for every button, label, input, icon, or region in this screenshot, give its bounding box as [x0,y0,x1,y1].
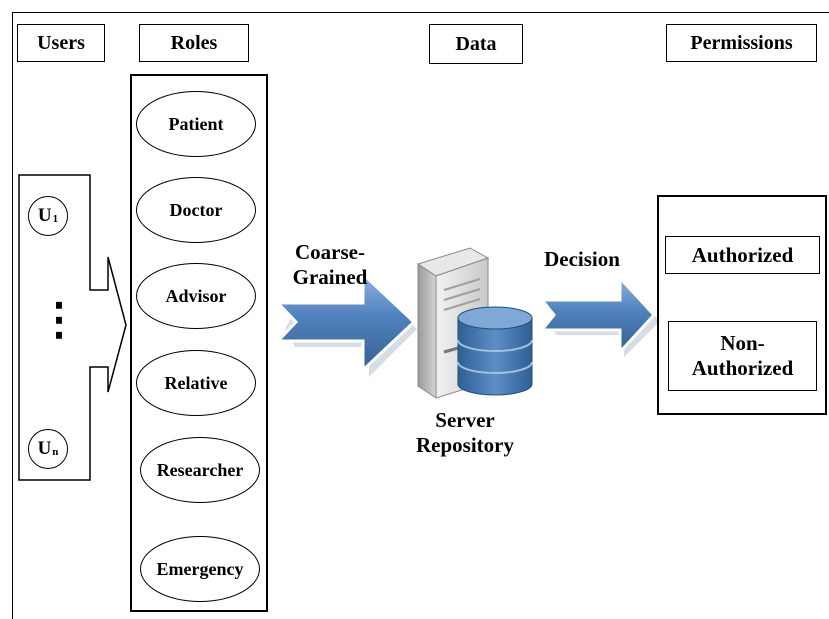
role-advisor: Advisor [136,263,256,329]
roles-box [130,74,268,612]
decision-arrow [538,274,660,357]
role-patient: Patient [136,91,256,157]
users-ellipsis: ⋮ [37,295,81,344]
coarse-grained-arrow [274,270,417,377]
server-repository-label: Server Repository [416,408,514,457]
coarse-grained-label: Coarse- Grained [292,240,368,289]
role-researcher: Researcher [140,437,260,503]
header-data: Data [429,24,523,64]
authorized-box: Authorized [665,236,820,274]
header-permissions: Permissions [666,24,817,62]
role-relative: Relative [136,350,256,416]
decision-label: Decision [544,247,620,271]
frame-top-line [12,12,829,13]
role-doctor: Doctor [136,177,256,243]
frame-left-line [12,12,13,619]
permissions-box [657,195,827,415]
header-users: Users [17,24,105,62]
non-authorized-box: Non- Authorized [668,321,817,391]
role-emergency: Emergency [140,536,260,602]
header-roles: Roles [139,24,249,62]
